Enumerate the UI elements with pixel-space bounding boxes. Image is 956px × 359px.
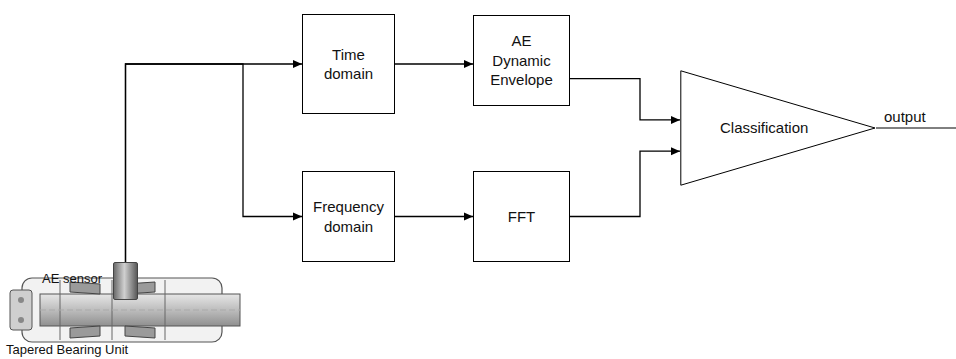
connector	[395, 63, 473, 64]
node-text: FFT	[508, 207, 536, 227]
process-box: Time domain	[302, 14, 395, 114]
shaft	[40, 294, 240, 326]
node-text: Frequency domain	[311, 197, 386, 236]
output-label: output	[884, 108, 926, 125]
connector	[570, 79, 680, 120]
process-box: Frequency domain	[302, 171, 395, 262]
part-name: Tapered Bearing Unit	[6, 342, 128, 357]
node-text: Time domain	[311, 45, 386, 84]
process-box: FFT	[473, 171, 570, 262]
node-text: AE Dynamic Envelope	[482, 31, 561, 90]
connector	[126, 64, 303, 262]
connector	[126, 64, 303, 262]
connector	[570, 151, 680, 216]
process-box: AE Dynamic Envelope	[473, 15, 570, 106]
ae-sensor: AE sensor	[113, 262, 138, 300]
classifier-triangle: Classification	[680, 70, 876, 186]
end-nut	[10, 290, 32, 330]
tapered-roller	[70, 326, 100, 338]
connector	[395, 216, 473, 217]
output-line	[876, 128, 956, 129]
sensor-label: AE sensor	[42, 271, 102, 286]
node-text: Classification	[720, 118, 808, 138]
tapered-roller	[125, 326, 155, 338]
